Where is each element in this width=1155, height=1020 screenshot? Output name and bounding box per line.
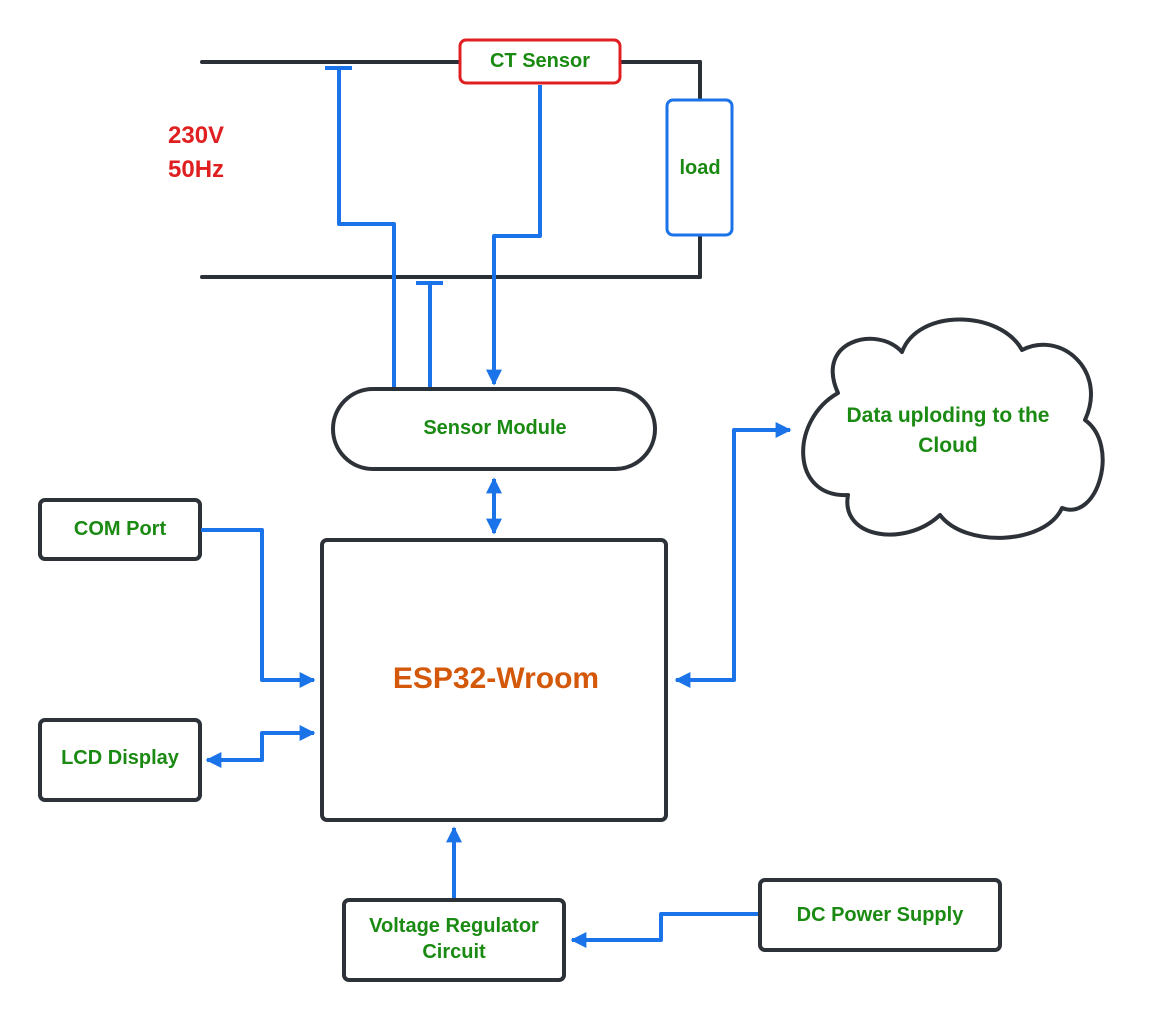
lcd-display-label: LCD Display [61,747,180,769]
cloud-label-line1: Data uploding to the [847,404,1050,427]
dc-power-supply-label: DC Power Supply [797,904,965,926]
voltage-regulator-box [342,898,566,982]
esp32-label: ESP32-Wroom [393,662,599,695]
voltage-regulator-label-line1: Voltage Regulator [369,915,539,937]
lcd-display-block[interactable]: LCD Display [38,718,202,802]
sensing-connections [337,68,542,388]
voltage-regulator-block[interactable]: Voltage Regulator Circuit [342,898,566,982]
com-esp-link [201,528,316,688]
esp32-block[interactable]: ESP32-Wroom [320,538,668,822]
sensor-module-box [331,387,657,471]
ct-sensor-block[interactable]: CT Sensor [458,38,622,85]
cloud-block[interactable]: Data uploding to the Cloud [801,317,1105,540]
cloud-shape [801,317,1105,540]
com-port-block[interactable]: COM Port [38,498,202,561]
mains-wiring [200,60,702,279]
com-port-label: COM Port [74,518,167,540]
dc-regulator-link [570,912,758,948]
com-port-box [38,498,202,561]
voltage-regulator-label-line2: Circuit [422,941,486,963]
voltage-tap-line [337,68,396,388]
ct-sensor-box [458,38,622,85]
load-block[interactable]: load [665,98,734,237]
ct-sensor-label: CT Sensor [490,50,590,72]
dc-power-supply-block[interactable]: DC Power Supply [758,878,1002,952]
dc-power-supply-box [758,878,1002,952]
mains-taps [325,66,443,285]
ct-signal-line [486,85,542,386]
sensor-module-block[interactable]: Sensor Module [331,387,657,471]
sensor-module-label: Sensor Module [423,417,566,439]
frequency-label: 50Hz [168,156,224,183]
esp32-box [320,538,668,822]
voltage-label: 230V [168,122,224,149]
cloud-label-line2: Cloud [918,434,977,457]
lcd-esp-link [205,725,316,768]
load-box [665,98,734,237]
lcd-display-box [38,718,202,802]
esp-cloud-link [674,422,792,688]
load-label: load [679,157,720,179]
